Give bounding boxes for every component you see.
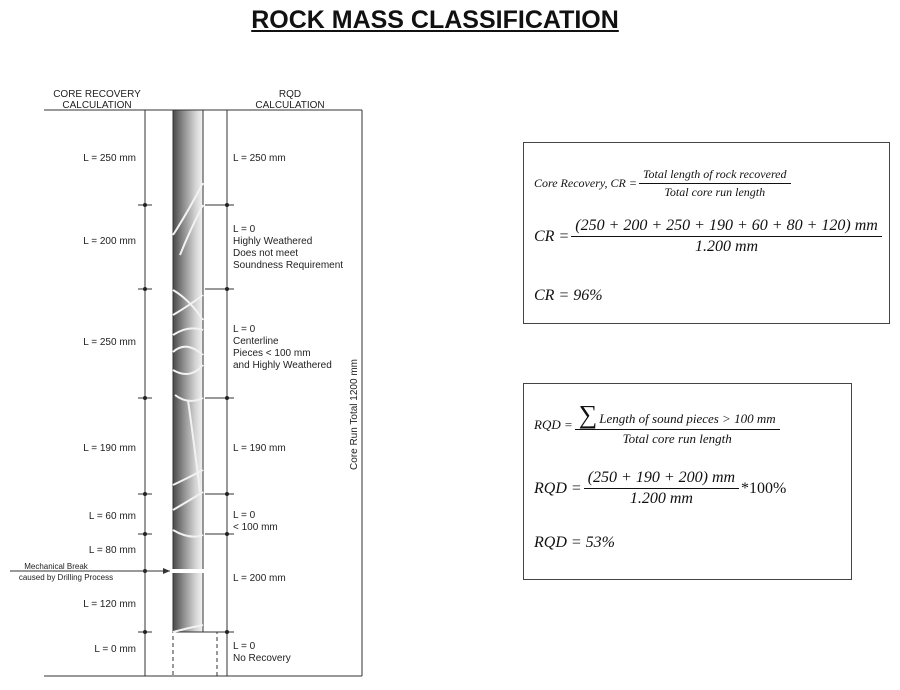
left-label-6: L = 80 mm: [89, 545, 136, 556]
rqd-definition-denominator: Total core run length: [622, 431, 732, 446]
right-label-4: L = 190 mm: [233, 443, 286, 454]
core-run-total-label: Core Run Total 1200 mm: [349, 359, 360, 470]
rqd-definition: RQD = ∑Length of sound pieces > 100 mm T…: [534, 402, 780, 447]
cr-definition-numerator: Total length of rock recovered: [638, 167, 791, 184]
right-label-6: L = 200 mm: [233, 573, 286, 584]
rqd-calculation-prefix: RQD =: [534, 479, 582, 497]
sigma-symbol: ∑: [578, 400, 598, 429]
rqd-definition-numerator: ∑Length of sound pieces > 100 mm: [574, 400, 780, 430]
core-sample: [172, 109, 204, 633]
right-label-7a: L = 0: [233, 641, 256, 652]
cr-result: CR = 96%: [534, 287, 603, 305]
core-fractures: [172, 182, 204, 633]
right-label-2c: Does not meet: [233, 248, 298, 259]
right-label-2d: Soundness Requirement: [233, 260, 343, 271]
division-dots: [143, 203, 229, 634]
left-header-line2: CALCULATION: [62, 100, 131, 111]
mechanical-break-label-2: caused by Drilling Process: [19, 573, 113, 582]
right-label-1: L = 250 mm: [233, 153, 286, 164]
right-label-3c: Pieces < 100 mm: [233, 348, 311, 359]
cr-calculation: CR = (250 + 200 + 250 + 190 + 60 + 80 + …: [534, 217, 882, 256]
rqd-calculation-suffix: *100%: [741, 479, 787, 497]
cr-definition-denominator: Total core run length: [664, 185, 766, 199]
rqd-definition-numerator-text: Length of sound pieces > 100 mm: [599, 411, 776, 426]
cr-calculation-numerator: (250 + 200 + 250 + 190 + 60 + 80 + 120) …: [571, 217, 882, 237]
rqd-box: RQD = ∑Length of sound pieces > 100 mm T…: [523, 383, 852, 580]
right-dividers: [205, 204, 234, 633]
rqd-result: RQD = 53%: [534, 534, 615, 552]
right-header-line2: CALCULATION: [255, 100, 324, 111]
left-header-line1: CORE RECOVERY: [53, 89, 141, 100]
left-label-8: L = 0 mm: [94, 644, 136, 655]
left-label-7: L = 120 mm: [83, 599, 136, 610]
rqd-definition-fraction: ∑Length of sound pieces > 100 mm Total c…: [574, 400, 780, 447]
right-label-2b: Highly Weathered: [233, 236, 312, 247]
page-title: ROCK MASS CLASSIFICATION: [251, 6, 619, 34]
cr-definition-fraction: Total length of rock recovered Total cor…: [638, 167, 791, 200]
rqd-result-text: RQD = 53%: [534, 534, 616, 551]
mechanical-break-gap: [172, 569, 204, 573]
right-label-2a: L = 0: [233, 224, 256, 235]
left-label-1: L = 250 mm: [83, 153, 136, 164]
left-label-4: L = 190 mm: [83, 443, 136, 454]
cr-result-text: CR = 96%: [534, 287, 603, 304]
left-label-2: L = 200 mm: [83, 236, 136, 247]
cr-calculation-fraction: (250 + 200 + 250 + 190 + 60 + 80 + 120) …: [571, 217, 882, 256]
right-label-5b: < 100 mm: [233, 522, 278, 533]
rqd-calculation: RQD = (250 + 190 + 200) mm 1.200 mm *100…: [534, 469, 786, 508]
left-label-3: L = 250 mm: [83, 337, 136, 348]
rqd-calculation-numerator: (250 + 190 + 200) mm: [583, 469, 740, 489]
left-label-5: L = 60 mm: [89, 511, 136, 522]
cr-calculation-denominator: 1.200 mm: [694, 238, 759, 255]
cr-calculation-prefix: CR =: [534, 227, 570, 245]
right-label-3d: and Highly Weathered: [233, 360, 332, 371]
core-recovery-box: Core Recovery, CR = Total length of rock…: [523, 142, 890, 324]
right-label-3b: Centerline: [233, 336, 279, 347]
cr-definition-prefix: Core Recovery, CR =: [534, 176, 637, 190]
right-label-3a: L = 0: [233, 324, 256, 335]
right-label-5a: L = 0: [233, 510, 256, 521]
mechanical-break-label-1: Mechanical Break: [24, 562, 89, 571]
mechanical-break-arrowhead: [163, 568, 170, 574]
no-recovery-zone: [172, 631, 218, 677]
right-header-line1: RQD: [279, 89, 301, 100]
rqd-definition-prefix: RQD =: [534, 416, 573, 432]
rqd-calculation-denominator: 1.200 mm: [629, 490, 693, 507]
rqd-calculation-fraction: (250 + 190 + 200) mm 1.200 mm: [583, 469, 740, 508]
cr-definition: Core Recovery, CR = Total length of rock…: [534, 167, 791, 200]
right-label-7b: No Recovery: [233, 653, 291, 664]
